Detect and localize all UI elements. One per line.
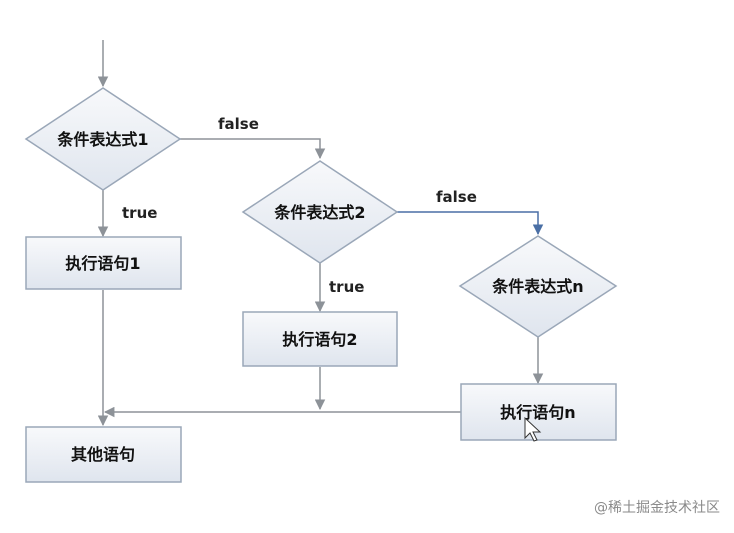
process-stmt2 [242,311,398,367]
decision-cond2 [241,160,399,264]
cond2-label: 条件表达式2 [273,203,365,222]
watermark: @稀土掘金技术社区 [594,500,720,516]
true-label-2: true [329,278,364,296]
decision-cond1 [24,87,182,191]
stmt1-label: 执行语句1 [65,254,140,273]
process-other [25,426,182,483]
false-label-2: false [436,188,477,206]
edge-cond1-cond2 [180,138,326,160]
condn-label: 条件表达式n [491,277,583,296]
stmt2-label: 执行语句2 [282,330,357,349]
false-label-1: false [218,115,259,133]
edge-cond2-condn [397,211,544,236]
true-label-1: true [122,204,157,222]
connectors [97,40,544,427]
stmtn-label: 执行语句n [500,403,575,422]
cond1-label: 条件表达式1 [56,130,148,149]
decision-condn [458,235,618,338]
other-label: 其他语句 [71,445,135,464]
process-stmt1 [25,236,182,290]
cursor-icon [524,416,542,442]
